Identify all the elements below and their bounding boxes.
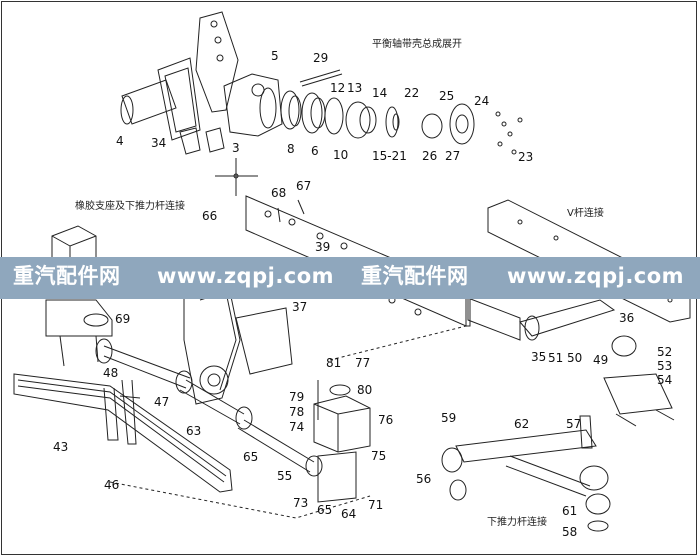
part-label-63: 63 xyxy=(186,424,202,438)
part-label-74: 74 xyxy=(289,420,305,434)
rubber-mount-assembly xyxy=(13,225,467,519)
part-label-65b: 65 xyxy=(317,503,333,517)
lower-rod-assembly xyxy=(441,415,611,532)
part-label-81: 81 xyxy=(326,356,342,370)
part-label-34: 34 xyxy=(151,136,167,150)
part-label-53: 53 xyxy=(657,359,673,373)
part-label-25: 25 xyxy=(439,89,455,103)
part-label-77: 77 xyxy=(355,356,371,370)
part-label-43: 43 xyxy=(53,440,69,454)
part-label-46: 46 xyxy=(104,478,120,492)
part-label-22: 22 xyxy=(404,86,420,100)
part-label-51: 51 xyxy=(548,351,564,365)
part-label-78: 78 xyxy=(289,405,305,419)
part-label-75: 75 xyxy=(371,449,387,463)
part-label-58: 58 xyxy=(562,525,578,539)
caption-balance-shaft-assembly: 平衡轴带壳总成展开 xyxy=(372,39,462,50)
caption-lower-rod: 下推力杆连接 xyxy=(487,517,547,528)
part-label-27: 27 xyxy=(445,149,461,163)
part-label-59: 59 xyxy=(441,411,457,425)
part-label-15-21: 15-21 xyxy=(372,149,407,163)
part-label-50: 50 xyxy=(567,351,583,365)
caption-rubber-mount: 橡胶支座及下推力杆连接 xyxy=(75,201,185,212)
caption-v-rod: V杆连接 xyxy=(567,208,604,219)
watermark-banner xyxy=(0,257,700,299)
part-label-64: 64 xyxy=(341,507,357,521)
part-label-26: 26 xyxy=(422,149,438,163)
part-label-56: 56 xyxy=(416,472,432,486)
part-label-79: 79 xyxy=(289,390,305,404)
part-label-4: 4 xyxy=(116,134,124,148)
part-label-8: 8 xyxy=(287,142,295,156)
part-label-65a: 65 xyxy=(243,450,259,464)
part-label-52: 52 xyxy=(657,345,673,359)
part-label-48: 48 xyxy=(103,366,119,380)
part-label-24: 24 xyxy=(474,94,490,108)
watermark-url-left: www.zqpj.com xyxy=(157,264,335,288)
part-label-36: 36 xyxy=(619,311,635,325)
part-label-14: 14 xyxy=(372,86,388,100)
part-label-39: 39 xyxy=(315,240,331,254)
part-label-10: 10 xyxy=(333,148,349,162)
part-label-6: 6 xyxy=(311,144,319,158)
part-label-80: 80 xyxy=(357,383,373,397)
part-label-35: 35 xyxy=(531,350,547,364)
v-rod-assembly xyxy=(467,199,691,427)
part-label-67: 67 xyxy=(296,179,312,193)
part-label-29: 29 xyxy=(313,51,329,65)
part-label-13: 13 xyxy=(347,81,363,95)
part-label-23: 23 xyxy=(518,150,534,164)
part-label-49: 49 xyxy=(593,353,609,367)
part-label-76: 76 xyxy=(378,413,394,427)
part-label-57: 57 xyxy=(566,417,582,431)
balance-shaft-assembly xyxy=(120,11,523,196)
part-label-54: 54 xyxy=(657,373,673,387)
part-label-12: 12 xyxy=(330,81,346,95)
part-label-66: 66 xyxy=(202,209,218,223)
watermark-site-name-left: 重汽配件网 xyxy=(13,264,121,288)
part-label-55: 55 xyxy=(277,469,293,483)
watermark-site-name-right: 重汽配件网 xyxy=(361,264,469,288)
part-label-71: 71 xyxy=(368,498,384,512)
part-label-73: 73 xyxy=(293,496,309,510)
part-label-62: 62 xyxy=(514,417,530,431)
part-label-47: 47 xyxy=(154,395,170,409)
part-label-61: 61 xyxy=(562,504,578,518)
part-label-68: 68 xyxy=(271,186,287,200)
part-label-3: 3 xyxy=(232,141,240,155)
part-label-69: 69 xyxy=(115,312,131,326)
part-label-5: 5 xyxy=(271,49,279,63)
part-label-37: 37 xyxy=(292,300,308,314)
watermark-url-right: www.zqpj.com xyxy=(507,264,685,288)
